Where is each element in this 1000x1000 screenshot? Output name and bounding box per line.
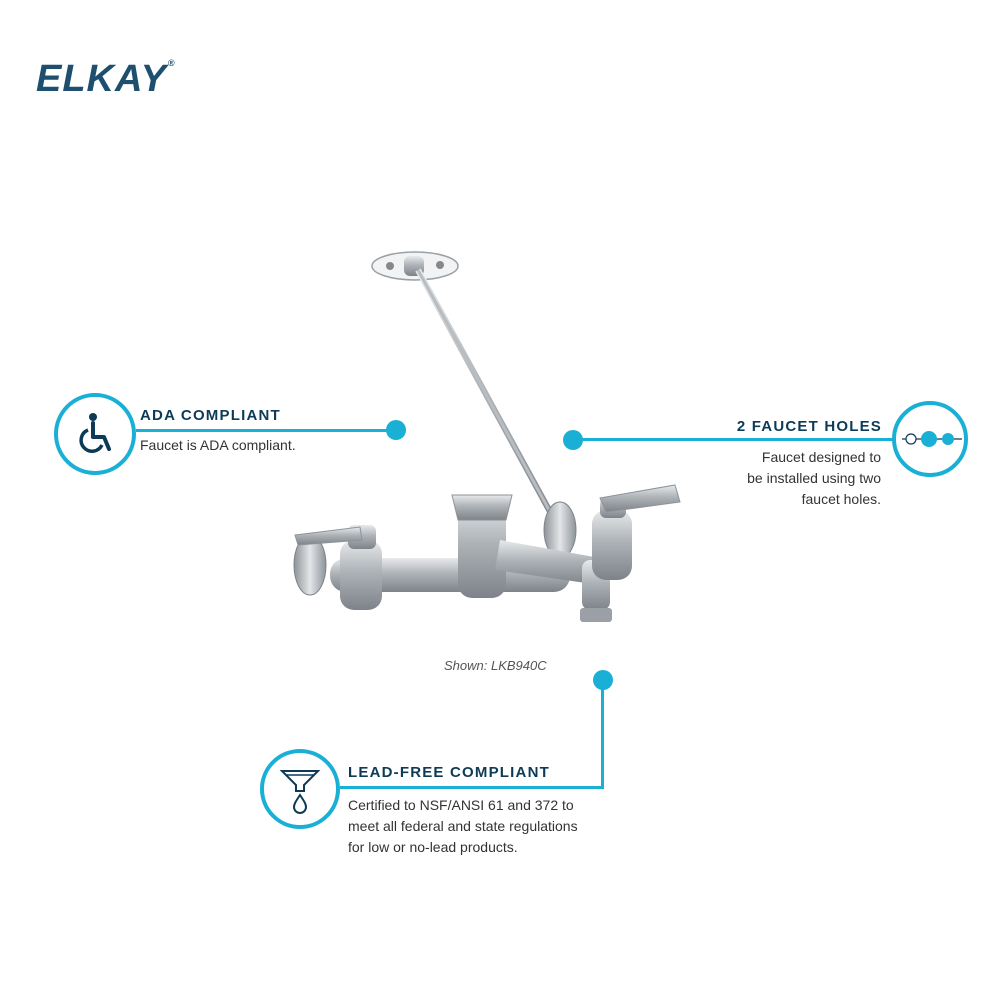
lead-text-line: meet all federal and state regulations (348, 818, 578, 834)
ada-connector-dot (386, 420, 406, 440)
lead-connector-horizontal (340, 786, 604, 789)
holes-connector-line (573, 438, 895, 441)
filter-drop-icon (279, 770, 321, 814)
lead-connector-vertical (601, 680, 604, 788)
lead-text-line: Certified to NSF/ANSI 61 and 372 to (348, 797, 574, 813)
lead-title: LEAD-FREE COMPLIANT (348, 764, 550, 781)
holes-text-line: Faucet designed to (761, 449, 881, 465)
holes-icon-ring (892, 401, 968, 477)
trademark-symbol: ® (167, 58, 176, 68)
product-caption: Shown: LKB940C (444, 658, 547, 673)
holes-text-line: be installed using two (747, 470, 881, 486)
logo-text: ELKAY (36, 58, 167, 100)
ada-text: Faucet is ADA compliant. (140, 437, 296, 453)
ada-title: ADA COMPLIANT (140, 407, 281, 424)
holes-title: 2 FAUCET HOLES (736, 418, 882, 435)
wheelchair-icon (79, 413, 111, 453)
lead-text-line: for low or no-lead products. (348, 839, 518, 855)
ada-connector-line (136, 429, 394, 432)
faucet-holes-icon (902, 431, 962, 447)
lead-icon-ring (260, 749, 340, 829)
faucet-product-image (293, 251, 681, 622)
elkay-logo: ELKAY® (36, 58, 176, 101)
holes-text-line: faucet holes. (801, 491, 881, 507)
lead-text: Certified to NSF/ANSI 61 and 372 to meet… (348, 795, 578, 858)
holes-text: Faucet designed to be installed using tw… (747, 447, 881, 510)
ada-icon-ring (54, 393, 136, 475)
